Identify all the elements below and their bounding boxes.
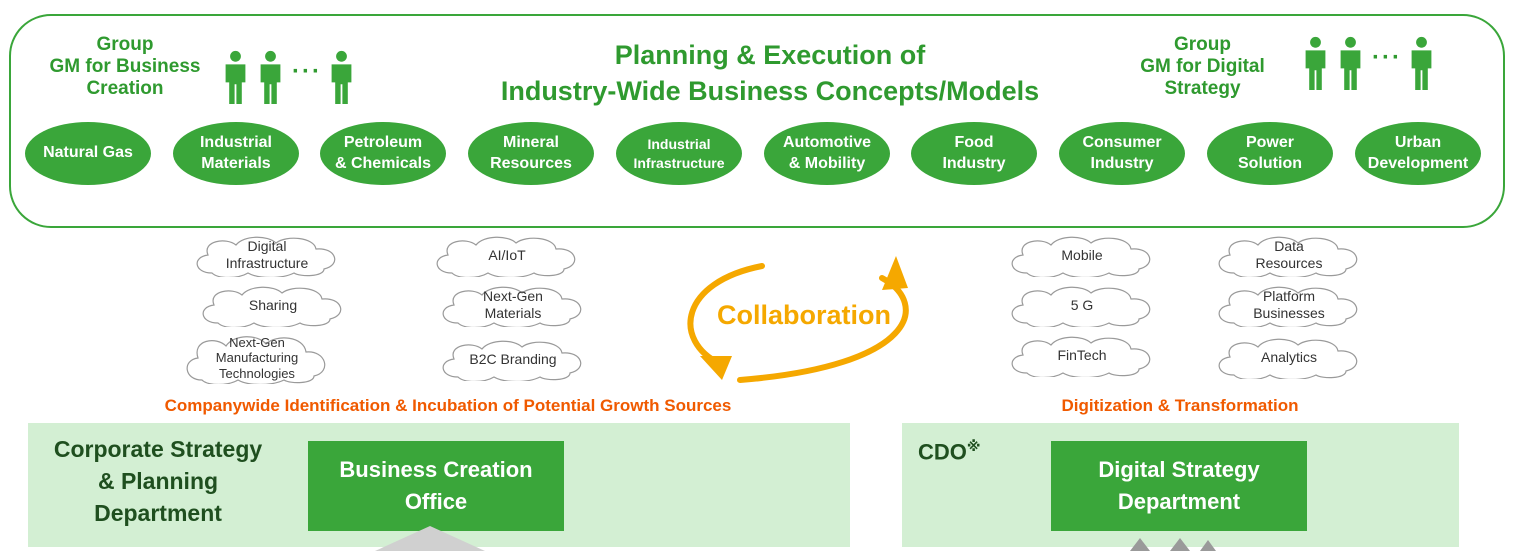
cloud-label: Data Resources — [1255, 238, 1323, 271]
cloud-label: Digital Infrastructure — [225, 238, 309, 271]
right-band-caption: Digitization & Transformation — [1061, 396, 1299, 415]
cdo-note-mark: ※ — [966, 438, 981, 454]
cloud-next-gen-materials: Next-Gen Materials — [436, 283, 590, 327]
left-group-header: Group GM for Business Creation — [49, 34, 201, 99]
group-mineral-resources: Mineral Resources — [468, 122, 594, 185]
ellipsis-dots: ··· — [1372, 44, 1402, 71]
cloud-digital-infrastructure: Digital Infrastructure — [190, 233, 344, 277]
cdo-label: CDO※ — [918, 438, 981, 465]
cloud-sharing: Sharing — [196, 283, 350, 327]
cloud-label: Mobile — [1061, 246, 1103, 263]
grey-arrow-tip — [375, 526, 485, 551]
person-icon — [1411, 36, 1432, 90]
cloud-label: 5 G — [1070, 296, 1094, 313]
panel-title-line1: Planning & Execution of — [614, 40, 926, 70]
right-people-group: ··· — [1302, 36, 1443, 90]
digital-strategy-department: Digital Strategy Department — [1051, 441, 1307, 531]
cloud-b2c-branding: B2C Branding — [436, 337, 590, 381]
person-icon — [1305, 36, 1326, 90]
collaboration-label: Collaboration — [717, 300, 891, 330]
cloud-label: Sharing — [248, 296, 298, 313]
cloud-ai-iot: AI/IoT — [430, 233, 584, 277]
business-creation-office: Business Creation Office — [308, 441, 564, 531]
group-industrial-materials: Industrial Materials — [173, 122, 299, 185]
group-consumer-industry: Consumer Industry — [1059, 122, 1185, 185]
corporate-strategy-department: Corporate Strategy & Planning Department — [53, 436, 263, 527]
left-band-caption: Companywide Identification & Incubation … — [164, 396, 732, 415]
cloud-label: Next-Gen Materials — [483, 288, 543, 321]
cdo-text: CDO — [918, 439, 967, 465]
cloud-label: B2C Branding — [469, 350, 557, 367]
group-power-solution: Power Solution — [1207, 122, 1333, 185]
panel-title: Planning & Execution of Industry-Wide Bu… — [460, 38, 1080, 109]
cloud-5g: 5 G — [1005, 283, 1159, 327]
cloud-label: Next-Gen Manufacturing Technologies — [215, 334, 299, 381]
ellipsis-dots: ··· — [292, 58, 322, 85]
panel-title-line2: Industry-Wide Business Concepts/Models — [500, 75, 1040, 106]
person-icon — [260, 50, 281, 104]
cloud-label: FinTech — [1057, 346, 1107, 363]
person-icon — [1340, 36, 1361, 90]
group-natural-gas: Natural Gas — [25, 122, 151, 185]
cloud-label: Platform Businesses — [1253, 288, 1325, 321]
person-icon — [225, 50, 246, 104]
business-groups-panel — [9, 14, 1505, 228]
group-automotive-mobility: Automotive & Mobility — [764, 122, 890, 185]
group-petroleum-chemicals: Petroleum & Chemicals — [320, 122, 446, 185]
group-food-industry: Food Industry — [911, 122, 1037, 185]
cloud-next-gen-manufacturing: Next-Gen Manufacturing Technologies — [180, 332, 334, 384]
right-group-header: Group GM for Digital Strategy — [1140, 34, 1265, 99]
person-icon — [331, 50, 352, 104]
cloud-platform-businesses: Platform Businesses — [1212, 283, 1366, 327]
grey-arrow-heads — [1130, 538, 1216, 551]
cloud-label: Analytics — [1260, 348, 1318, 365]
collaboration-cycle-arrows — [687, 256, 909, 383]
cloud-analytics: Analytics — [1212, 335, 1366, 379]
group-urban-development: Urban Development — [1355, 122, 1481, 185]
cloud-label: AI/IoT — [488, 246, 526, 263]
cloud-fintech: FinTech — [1005, 333, 1159, 377]
left-people-group: ··· — [222, 50, 363, 104]
cloud-mobile: Mobile — [1005, 233, 1159, 277]
group-industrial-infrastructure: Industrial Infrastructure — [616, 122, 742, 185]
cloud-data-resources: Data Resources — [1212, 233, 1366, 277]
